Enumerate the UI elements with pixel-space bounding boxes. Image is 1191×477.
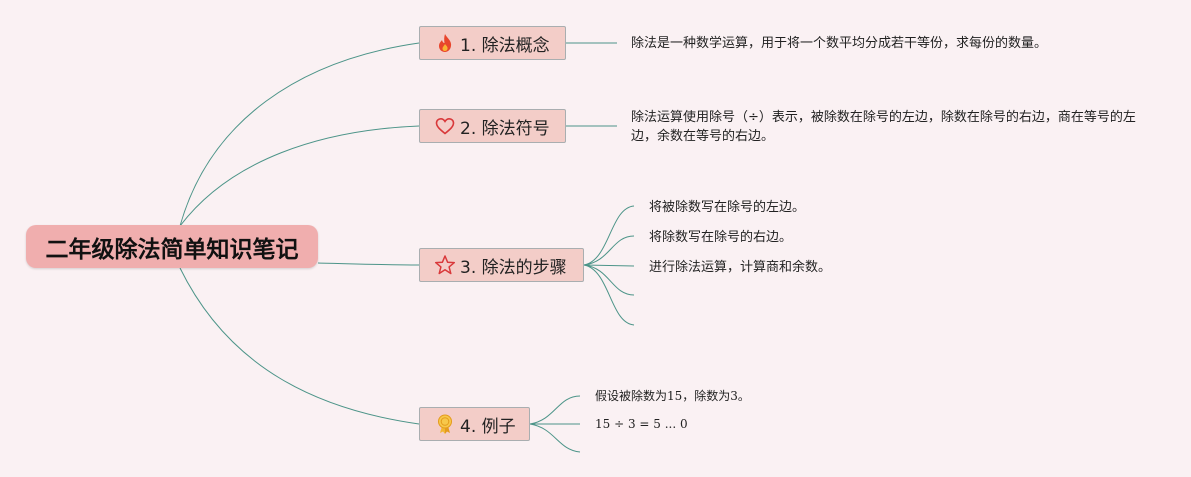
leaf-step-2[interactable]: 将除数写在除号的右边。 <box>649 230 793 245</box>
leaf-symbol-text[interactable]: 除法运算使用除号（÷）表示，被除数在除号的左边，除数在除号的右边，商在等号的左边… <box>631 110 1136 144</box>
branch-label: 1. 除法概念 <box>460 35 550 56</box>
root-branch-2-connector <box>179 125 420 227</box>
branch-topic-steps[interactable]: 3. 除法的步骤 <box>419 248 584 282</box>
root-topic[interactable]: 二年级除法简单知识笔记 <box>26 225 318 268</box>
heart-icon <box>434 115 456 137</box>
root-branch-4-connector <box>179 267 420 425</box>
branch-3-leaf-3-connector <box>583 264 635 267</box>
leaf-example-2[interactable]: 15 ÷ 3 = 5 ... 0 <box>595 417 688 431</box>
branch-4-leaf-1-connector <box>529 395 581 425</box>
branch-3-leaf-2-connector <box>583 235 635 266</box>
root-title: 二年级除法简单知识笔记 <box>45 236 299 263</box>
branch-3-leaf-5-connector <box>583 264 635 326</box>
star-icon <box>434 254 456 276</box>
root-branch-1-connector <box>179 42 420 227</box>
branch-label: 4. 例子 <box>460 416 516 437</box>
leaf-step-3[interactable]: 进行除法运算，计算商和余数。 <box>649 260 832 275</box>
root-branch-3-connector <box>317 262 420 266</box>
branch-label: 3. 除法的步骤 <box>460 257 567 278</box>
branch-topic-example[interactable]: 4. 例子 <box>419 407 530 441</box>
branch-3-leaf-1-connector <box>583 205 635 266</box>
leaf-concept-text[interactable]: 除法是一种数学运算，用于将一个数平均分成若干等份，求每份的数量。 <box>631 36 1048 51</box>
leaf-step-1[interactable]: 将被除数写在除号的左边。 <box>649 200 806 215</box>
branch-3-leaf-4-connector <box>583 264 635 296</box>
branch-topic-concept[interactable]: 1. 除法概念 <box>419 26 566 60</box>
fire-icon <box>434 32 456 54</box>
award-icon <box>434 413 456 435</box>
branch-4-leaf-3-connector <box>529 423 581 453</box>
branch-topic-symbol[interactable]: 2. 除法符号 <box>419 109 566 143</box>
leaf-example-1[interactable]: 假设被除数为15，除数为3。 <box>595 389 750 403</box>
branch-label: 2. 除法符号 <box>460 118 550 139</box>
